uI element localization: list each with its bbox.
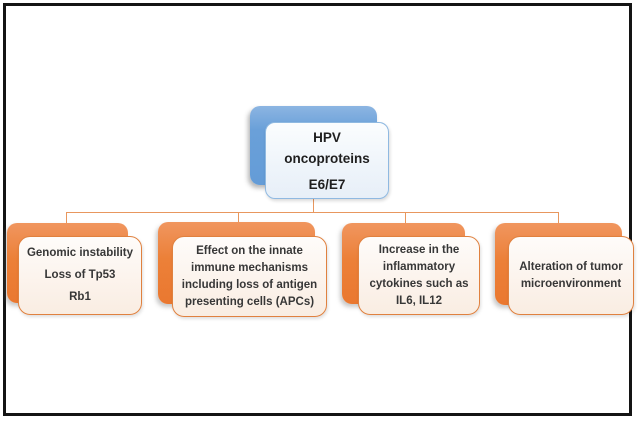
figure-border — [3, 3, 632, 416]
child-node-label-line: immune mechanisms — [191, 261, 308, 274]
child-node-label-line: Genomic instability — [26, 247, 134, 259]
child-node-label-line: Loss of Tp53 — [44, 269, 116, 281]
child-node-label-line: Increase in the — [378, 243, 460, 256]
child-node-tumor-microenvironment: Alteration of tumor microenvironment — [508, 236, 634, 315]
root-node-label-line: oncoproteins — [284, 150, 370, 166]
child-node-genomic-instability: Genomic instability Loss of Tp53 Rb1 — [18, 236, 142, 315]
child-node-label-line: inflammatory — [382, 260, 456, 273]
root-node-label-line: HPV — [313, 129, 341, 145]
child-node-innate-immune: Effect on the innate immune mechanisms i… — [172, 236, 327, 317]
root-node-hpv-oncoproteins: HPV oncoproteins E6/E7 — [265, 122, 389, 199]
child-node-label-line: including loss of antigen — [181, 278, 318, 291]
connector-stub-3 — [405, 212, 406, 224]
child-node-label-line: Alteration of tumor — [519, 260, 623, 273]
child-node-label-line: Effect on the innate — [196, 244, 303, 257]
connector-horizontal-rail — [66, 212, 559, 213]
connector-stub-4 — [558, 212, 559, 224]
connector-trunk — [313, 199, 314, 212]
child-node-label-line: microenvironment — [520, 277, 622, 290]
root-node-label-line: E6/E7 — [308, 176, 346, 192]
child-node-label-line: IL6, IL12 — [395, 294, 443, 307]
child-node-label-line: Rb1 — [69, 291, 91, 303]
child-node-label-line: presenting cells (APCs) — [184, 295, 315, 308]
connector-stub-1 — [66, 212, 67, 224]
connector-stub-2 — [238, 212, 239, 224]
child-node-label-line: cytokines such as — [369, 277, 469, 290]
child-node-inflammatory-cytokines: Increase in the inflammatory cytokines s… — [358, 236, 480, 315]
